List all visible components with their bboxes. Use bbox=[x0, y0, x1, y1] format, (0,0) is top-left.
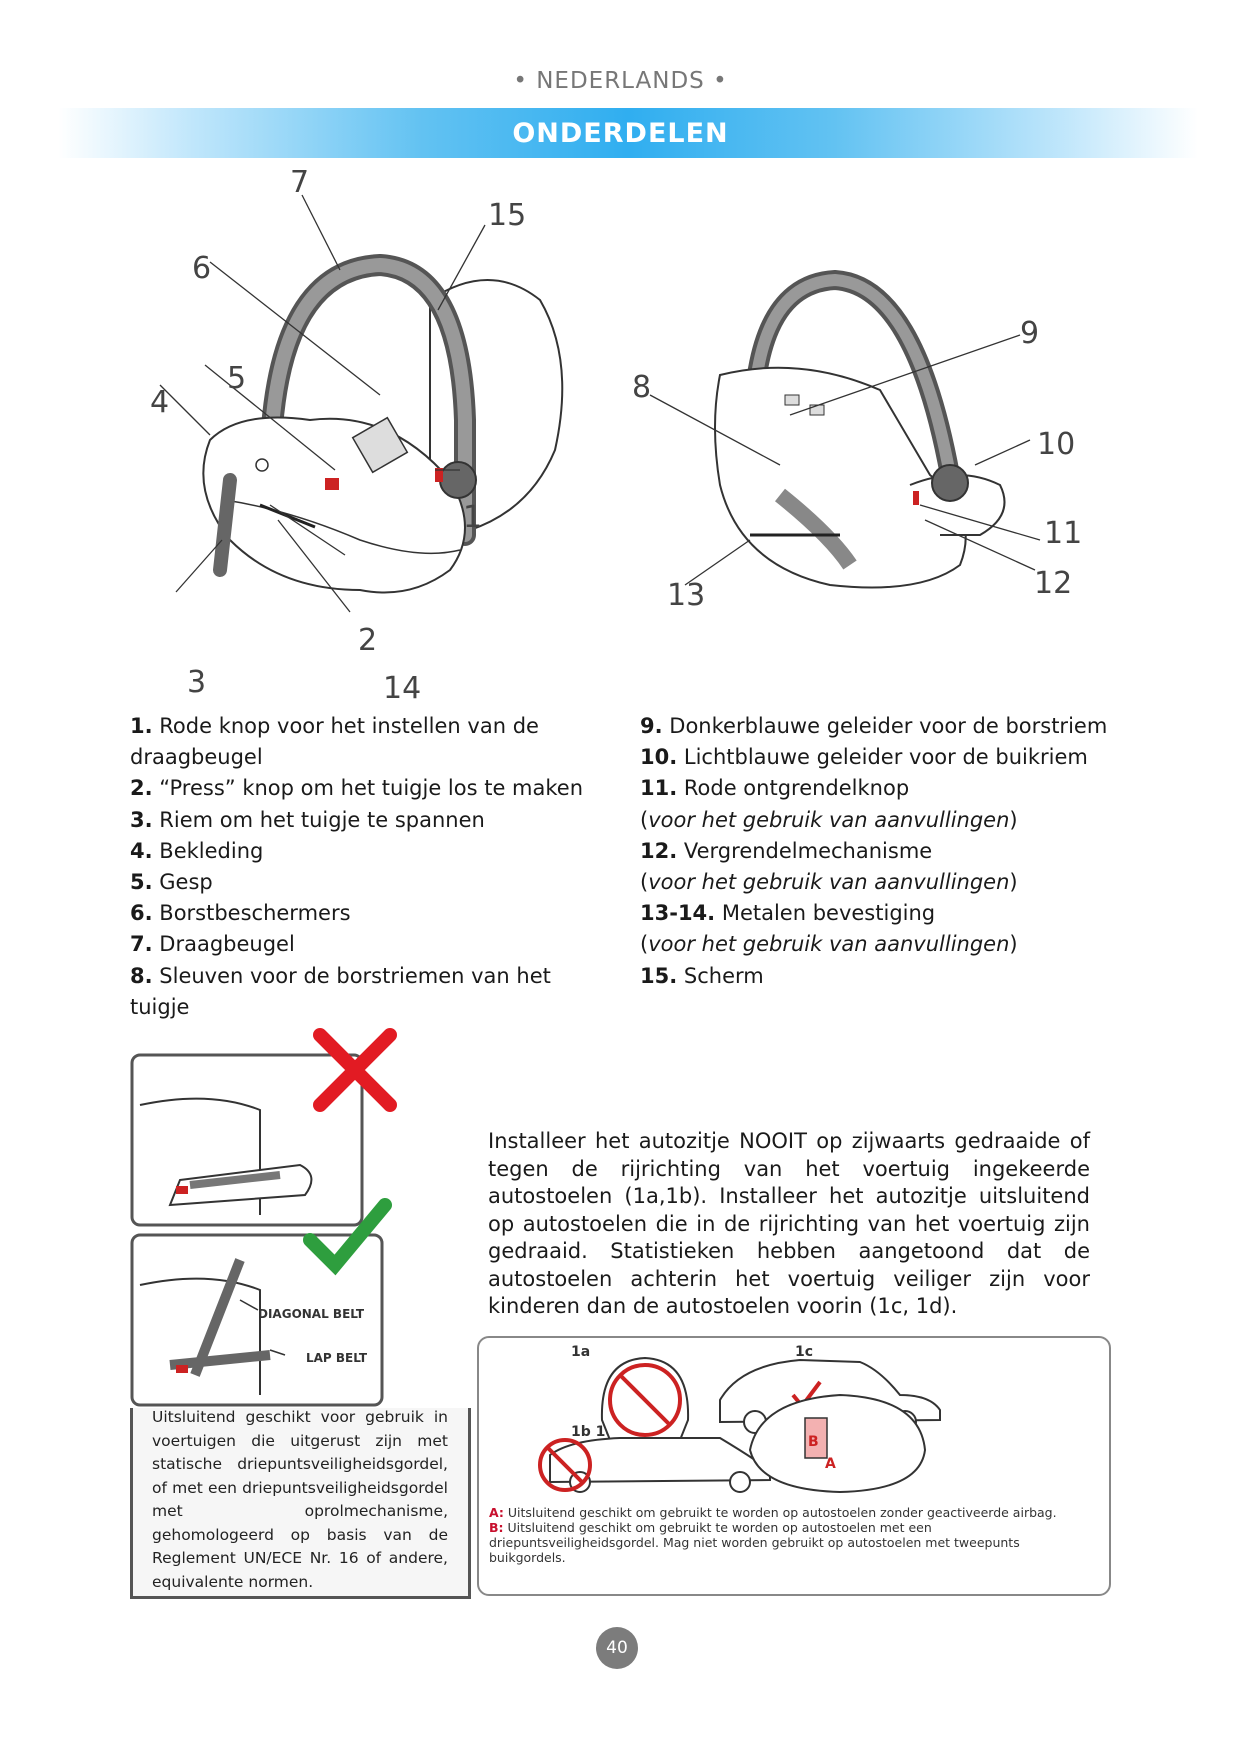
item-number: 12. bbox=[640, 838, 678, 863]
parts-list-left: 1. Rode knop voor het instellen van de dr… bbox=[130, 711, 600, 1023]
item-text: Metalen bevestiging bbox=[721, 901, 936, 926]
item-number: 7. bbox=[130, 932, 153, 957]
figure-label-1a: 1a bbox=[571, 1344, 591, 1360]
callout-8: 8 bbox=[632, 370, 651, 405]
prohibited-icon bbox=[608, 1363, 682, 1437]
item-number: 6. bbox=[130, 901, 153, 926]
item-subnote: voor het gebruik van aanvullingen bbox=[648, 932, 1010, 957]
item-text-cont: tuigje bbox=[130, 994, 190, 1019]
item-text: Rode knop voor het instellen van de bbox=[159, 714, 539, 738]
item-number: 9. bbox=[640, 714, 663, 738]
callout-2: 2 bbox=[358, 623, 377, 658]
callout-5: 5 bbox=[227, 361, 246, 396]
item-number: 13-14. bbox=[640, 901, 716, 926]
callout-6: 6 bbox=[192, 251, 211, 286]
item-text: Gesp bbox=[159, 870, 213, 895]
list-item: 15. Scherm bbox=[640, 961, 1130, 992]
installation-paragraph: Installeer het autozitje NOOIT op zijwaa… bbox=[488, 1129, 1090, 1318]
item-subnote: voor het gebruik van aanvullingen bbox=[648, 807, 1010, 832]
item-text: Lichtblauwe geleider voor de buikriem bbox=[683, 745, 1088, 770]
item-text: Draagbeugel bbox=[159, 932, 295, 957]
callout-7: 7 bbox=[290, 165, 309, 200]
item-number: 2. bbox=[130, 776, 153, 801]
car-seat-back-diagram: 9 8 10 11 12 13 bbox=[632, 269, 1082, 613]
item-text-cont: draagbeugel bbox=[130, 745, 263, 770]
harness-buckle-shape bbox=[351, 416, 409, 474]
item-number: 1. bbox=[130, 714, 153, 738]
item-number: 5. bbox=[130, 870, 153, 895]
parts-list-right: 9. Donkerblauwe geleider voor de borstri… bbox=[640, 711, 1130, 992]
page-number: 40 bbox=[596, 1627, 638, 1669]
car-seat-front-diagram: 7 15 6 5 4 1 2 3 14 bbox=[150, 165, 564, 706]
note-b-key: B: bbox=[489, 1520, 504, 1535]
item-text: “Press” knop om het tuigje los te maken bbox=[159, 776, 584, 801]
callout-14: 14 bbox=[383, 671, 421, 706]
callout-4: 4 bbox=[150, 385, 169, 420]
seat-mark-a: A bbox=[825, 1456, 836, 1472]
list-item: 2. “Press” knop om het tuigje los te mak… bbox=[130, 773, 600, 804]
section-title: ONDERDELEN bbox=[512, 118, 729, 149]
list-item: 6. Borstbeschermers bbox=[130, 898, 600, 929]
item-text: Rode ontgrendelknop bbox=[683, 776, 910, 801]
item-text: Donkerblauwe geleider voor de borstriem bbox=[669, 714, 1108, 738]
item-text: Riem om het tuigje te spannen bbox=[159, 807, 485, 832]
list-item: 13-14. Metalen bevestiging(voor het gebr… bbox=[640, 901, 1018, 957]
item-text: Sleuven voor de borstriemen van het bbox=[159, 963, 551, 988]
callout-1: 1 bbox=[463, 500, 482, 535]
tightening-strap-shape bbox=[213, 473, 237, 577]
belt-type-illustration: DIAGONAL BELT LAP BELT bbox=[130, 1028, 397, 1407]
lap-belt-label: LAP BELT bbox=[306, 1351, 368, 1365]
callout-11: 11 bbox=[1044, 516, 1082, 551]
item-number: 4. bbox=[130, 838, 153, 863]
callout-12: 12 bbox=[1034, 566, 1072, 601]
item-subnote: voor het gebruik van aanvullingen bbox=[648, 870, 1010, 895]
note-a: A: Uitsluitend geschikt om gebruikt te w… bbox=[489, 1505, 1094, 1520]
item-number: 8. bbox=[130, 963, 153, 988]
prohibited-icon bbox=[538, 1438, 592, 1492]
compatibility-note-box bbox=[130, 1408, 471, 1599]
correct-check-icon bbox=[303, 1198, 392, 1276]
item-number: 10. bbox=[640, 745, 678, 770]
callout-3: 3 bbox=[187, 665, 206, 700]
compatibility-note: Uitsluitend geschikt voor gebruik in voe… bbox=[152, 1408, 448, 1591]
list-item: 8. Sleuven voor de borstriemen van het tu… bbox=[130, 961, 600, 1023]
note-a-key: A: bbox=[489, 1505, 504, 1520]
list-item: 4. Bekleding bbox=[130, 836, 600, 867]
wrong-cross-icon bbox=[313, 1028, 397, 1112]
note-a-text: Uitsluitend geschikt om gebruikt te word… bbox=[507, 1505, 1057, 1520]
section-banner bbox=[58, 108, 1198, 158]
list-item: 10. Lichtblauwe geleider voor de buikrie… bbox=[640, 742, 1130, 773]
language-header: • NEDERLANDS • bbox=[513, 68, 728, 94]
callout-13: 13 bbox=[667, 578, 705, 613]
list-item: 3. Riem om het tuigje te spannen bbox=[130, 805, 600, 836]
list-item: 1. Rode knop voor het instellen van de dr… bbox=[130, 711, 600, 773]
item-text: Bekleding bbox=[159, 838, 264, 863]
seat-mark-b: B bbox=[808, 1434, 819, 1450]
panel-notes: A: Uitsluitend geschikt om gebruikt te w… bbox=[489, 1505, 1094, 1565]
list-item: 9. Donkerblauwe geleider voor de borstri… bbox=[640, 711, 1130, 742]
callout-9: 9 bbox=[1020, 316, 1039, 351]
item-number: 3. bbox=[130, 807, 153, 832]
item-text: Scherm bbox=[683, 963, 764, 988]
item-text: Borstbeschermers bbox=[159, 901, 351, 926]
callout-15: 15 bbox=[488, 198, 526, 233]
diagonal-belt-label: DIAGONAL BELT bbox=[258, 1307, 365, 1321]
seat-shell-shape bbox=[202, 416, 466, 594]
seat-shell-back-shape bbox=[714, 366, 967, 589]
list-item: 12. Vergrendelmechanisme(voor het gebrui… bbox=[640, 838, 1018, 895]
callout-10: 10 bbox=[1037, 427, 1075, 462]
item-number: 15. bbox=[640, 963, 678, 988]
item-number: 11. bbox=[640, 776, 678, 801]
list-item: 5. Gesp bbox=[130, 867, 600, 898]
list-item: 11. Rode ontgrendelknop(voor het gebruik… bbox=[640, 776, 1018, 832]
note-b: B: Uitsluitend geschikt om gebruikt te w… bbox=[489, 1520, 1094, 1565]
list-item: 7. Draagbeugel bbox=[130, 929, 600, 960]
note-b-text: Uitsluitend geschikt om gebruikt te word… bbox=[489, 1520, 1020, 1565]
item-text: Vergrendelmechanisme bbox=[683, 838, 933, 863]
figure-label-1c: 1c bbox=[795, 1344, 814, 1360]
vehicle-diagrams: B A bbox=[538, 1356, 941, 1494]
